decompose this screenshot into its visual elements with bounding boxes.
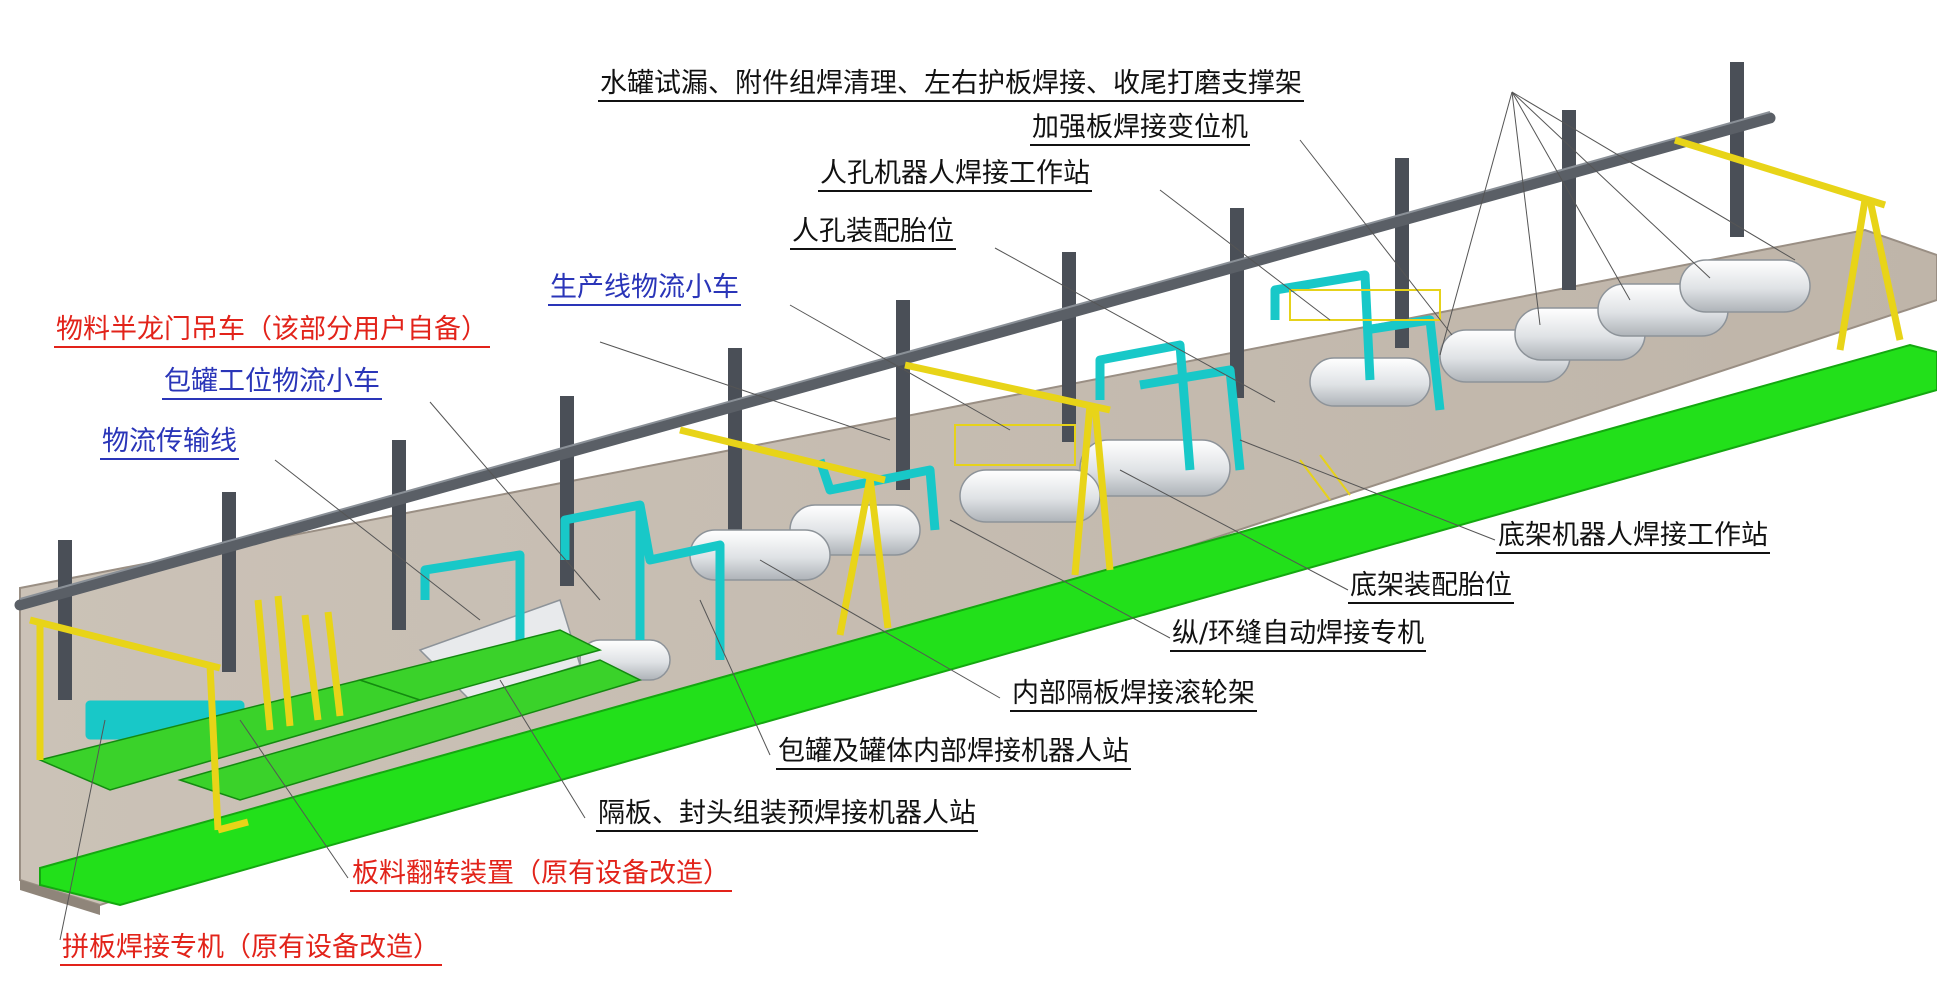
label-wrap-robot: 包罐及罐体内部焊接机器人站 bbox=[776, 736, 1131, 770]
label-conveyor: 物流传输线 bbox=[100, 426, 239, 460]
finished-tanks bbox=[1309, 259, 1811, 407]
label-chassis-fixture: 底架装配胎位 bbox=[1348, 570, 1514, 604]
gantry-cranes bbox=[29, 136, 1904, 834]
label-reinforce-positioner: 加强板焊接变位机 bbox=[1030, 112, 1250, 146]
label-plate-welder: 拼板焊接专机（原有设备改造） bbox=[60, 932, 442, 966]
label-seam-welder: 纵/环缝自动焊接专机 bbox=[1170, 618, 1427, 652]
label-line-cart: 生产线物流小车 bbox=[548, 272, 741, 306]
leader-lines bbox=[59, 91, 1796, 941]
green-walkway-strip bbox=[39, 343, 1937, 907]
label-tank-test-leak: 水罐试漏、附件组焊清理、左右护板焊接、收尾打磨支撑架 bbox=[598, 68, 1304, 102]
conveyor-fixtures bbox=[37, 629, 643, 801]
label-baffle-head-robot: 隔板、封头组装预焊接机器人站 bbox=[596, 798, 978, 832]
platform-railings bbox=[954, 289, 1441, 501]
label-plate-flip: 板料翻转装置（原有设备改造） bbox=[350, 858, 732, 892]
label-chassis-robot: 底架机器人焊接工作站 bbox=[1496, 520, 1770, 554]
floor-front-edge bbox=[20, 880, 100, 915]
label-semi-gantry: 物料半龙门吊车（该部分用户自备） bbox=[54, 314, 490, 348]
label-baffle-roller: 内部隔板焊接滚轮架 bbox=[1010, 678, 1257, 712]
label-manhole-fixture: 人孔装配胎位 bbox=[790, 216, 956, 250]
label-wrap-cart: 包罐工位物流小车 bbox=[162, 366, 382, 400]
overhead-runway-beam bbox=[14, 112, 1776, 611]
label-manhole-robot: 人孔机器人焊接工作站 bbox=[818, 158, 1092, 192]
